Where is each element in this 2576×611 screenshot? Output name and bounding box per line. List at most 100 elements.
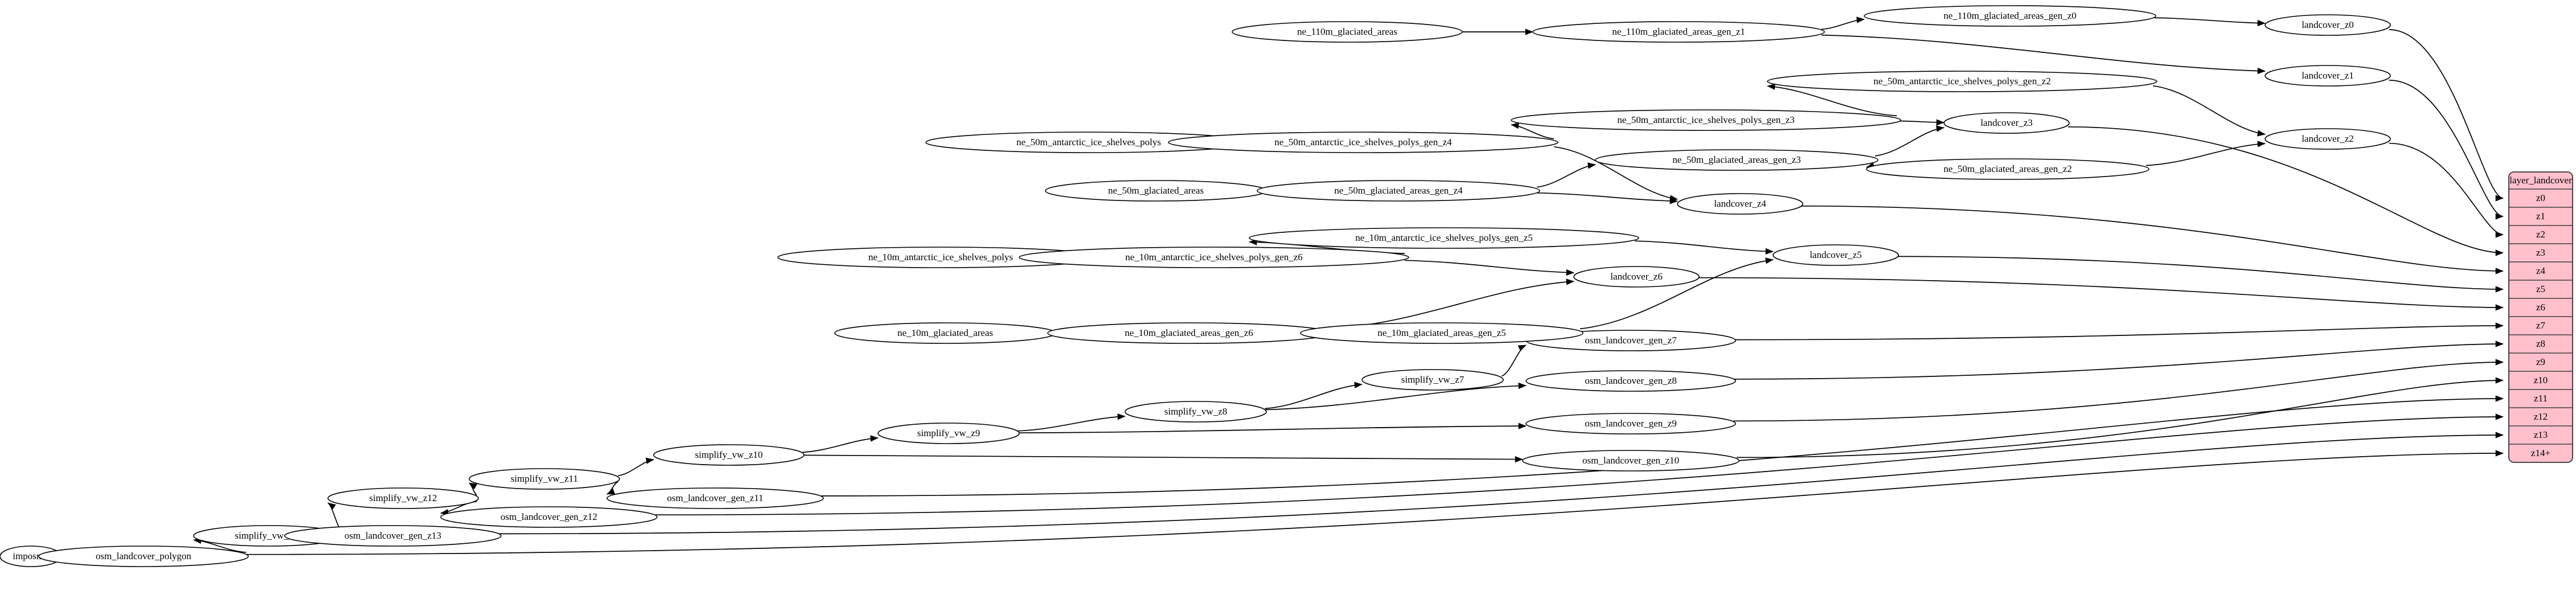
graph-edge [1767,85,1897,117]
graph-node[interactable]: osm_landcover_gen_z9 [1525,413,1736,434]
graph-node[interactable]: landcover_z3 [1943,112,2070,134]
node-ellipse[interactable] [1573,266,1700,288]
node-ellipse[interactable] [2265,14,2391,36]
graph-node[interactable]: ne_50m_glaciated_areas_gen_z3 [1595,149,1878,171]
graph-node[interactable]: ne_50m_glaciated_areas_gen_z4 [1257,180,1540,202]
edge-arrowhead [2495,413,2504,420]
graph-node[interactable]: landcover_z0 [2265,14,2391,36]
node-ellipse[interactable] [2265,128,2391,150]
node-ellipse[interactable] [1300,322,1584,344]
graph-node[interactable]: ne_10m_glaciated_areas_gen_z6 [1047,322,1331,344]
graph-node[interactable]: ne_10m_glaciated_areas [834,322,1056,344]
edge-arrowhead [645,457,654,464]
graph-edge [1018,425,1527,434]
edge-arrowhead [327,502,337,510]
edge-arrowhead [1511,122,1519,129]
graph-node[interactable]: simplify_vw_z9 [877,423,1020,444]
node-ellipse[interactable] [1525,370,1736,392]
graph-edge [2389,29,2504,199]
edge-arrowhead [1517,345,1527,351]
graph-node[interactable]: ne_10m_glaciated_areas_gen_z5 [1300,322,1584,344]
edge-arrowhead [2495,341,2504,347]
graph-node[interactable]: ne_50m_glaciated_areas_gen_z2 [1866,158,2150,180]
graph-node[interactable]: osm_landcover_gen_z11 [606,487,824,509]
edge-arrowhead [1765,248,1774,255]
graph-node[interactable]: ne_10m_antarctic_ice_shelves_polys_gen_z… [1249,227,1639,249]
graph-node[interactable]: simplify_vw_z7 [1361,369,1504,391]
edge-arrowhead [2495,450,2504,457]
graph-node[interactable]: osm_landcover_gen_z8 [1525,370,1736,392]
edge-arrowhead [2495,304,2504,311]
graph-node[interactable]: landcover_z5 [1773,244,1899,266]
node-ellipse[interactable] [653,444,805,466]
node-ellipse[interactable] [1532,21,1825,43]
node-ellipse[interactable] [469,468,620,490]
graph-node[interactable]: landcover_z6 [1573,266,1700,288]
node-ellipse[interactable] [1249,227,1639,249]
node-ellipse[interactable] [1019,247,1409,268]
node-ellipse[interactable] [877,423,1020,444]
graph-edge [1635,240,1774,252]
node-ellipse[interactable] [1522,450,1740,471]
edge-arrowhead [1515,456,1523,463]
graph-node[interactable]: landcover_z2 [2265,128,2391,150]
edge-arrowhead [2257,130,2266,137]
node-ellipse[interactable] [1361,369,1504,391]
node-ellipse[interactable] [440,506,658,528]
graph-node[interactable]: ne_10m_antarctic_ice_shelves_polys_gen_z… [1019,247,1409,268]
node-ellipse[interactable] [38,546,249,567]
graph-edge [1580,259,1774,330]
graph-node[interactable]: osm_landcover_gen_z13 [284,525,502,547]
edge-arrowhead [2495,432,2504,438]
graph-node[interactable]: ne_110m_glaciated_areas [1232,21,1463,43]
node-ellipse[interactable] [1525,413,1736,434]
node-ellipse[interactable] [1045,180,1267,202]
graph-node[interactable]: ne_110m_glaciated_areas_gen_z0 [1864,5,2156,27]
graph-node[interactable]: simplify_vw_z11 [469,468,620,490]
graph-node[interactable]: simplify_vw_z8 [1125,401,1267,423]
graph-node[interactable]: simplify_vw_z10 [653,444,805,466]
graph-node[interactable]: ne_50m_antarctic_ice_shelves_polys_gen_z… [1168,132,1558,153]
graph-node[interactable]: simplify_vw_z12 [327,487,479,509]
graph-node[interactable]: ne_50m_antarctic_ice_shelves_polys_gen_z… [1767,71,2157,92]
edge-arrowhead [1936,119,1945,126]
node-ellipse[interactable] [327,487,479,509]
edge-arrowhead [1856,17,1865,23]
graph-node[interactable]: landcover_z4 [1677,193,1803,215]
node-ellipse[interactable] [1511,109,1901,131]
graph-edge [1733,362,2504,422]
node-ellipse[interactable] [1943,112,2070,134]
node-ellipse[interactable] [606,487,824,509]
node-ellipse[interactable] [2265,65,2391,87]
node-ellipse[interactable] [1047,322,1331,344]
graph-edge [1502,345,1527,377]
graph-edge [1265,384,1363,409]
graph-edge [1327,281,1574,330]
graph-node[interactable]: osm_landcover_gen_z10 [1522,450,1740,471]
graph-node[interactable]: ne_110m_glaciated_areas_gen_z1 [1532,21,1825,43]
node-ellipse[interactable] [1125,401,1267,423]
node-ellipse[interactable] [1232,21,1463,43]
node-ellipse[interactable] [1866,158,2150,180]
edge-arrowhead [1767,83,1775,90]
edge-arrowhead [2495,395,2504,402]
node-ellipse[interactable] [1677,193,1803,215]
node-ellipse[interactable] [834,322,1056,344]
node-ellipse[interactable] [284,525,502,547]
graph-node[interactable]: landcover_z1 [2265,65,2391,87]
node-ellipse[interactable] [1864,5,2156,27]
node-ellipse[interactable] [1595,149,1878,171]
graph-node[interactable]: ne_50m_antarctic_ice_shelves_polys_gen_z… [1511,109,1901,131]
graph-node[interactable]: ne_50m_glaciated_areas [1045,180,1267,202]
node-ellipse[interactable] [1767,71,2157,92]
graph-edge [2152,17,2266,24]
graph-node[interactable]: osm_landcover_gen_z12 [440,506,658,528]
edge-arrowhead [2495,359,2504,366]
edge-arrowhead [1525,28,1533,35]
node-ellipse[interactable] [1168,132,1558,153]
node-ellipse[interactable] [1773,244,1899,266]
graph-node[interactable]: osm_landcover_polygon [38,546,249,567]
node-ellipse[interactable] [1257,180,1540,202]
graph-edge [1265,385,1527,411]
